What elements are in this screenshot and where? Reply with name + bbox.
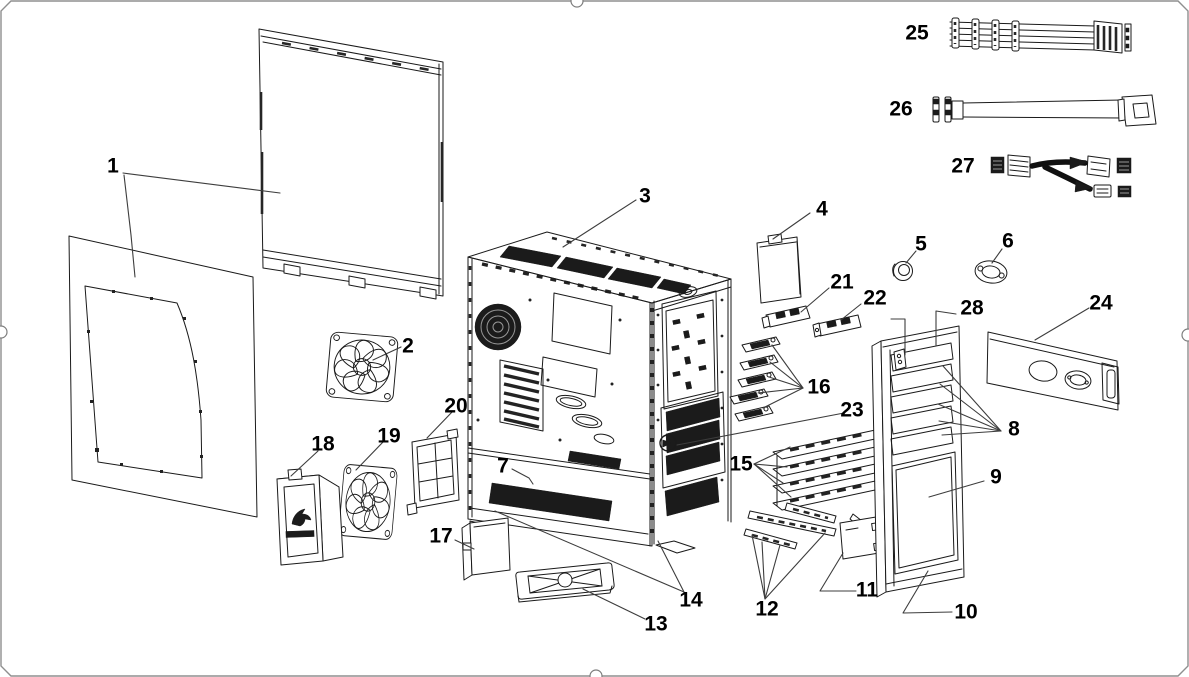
part-5-grommet-round xyxy=(892,261,913,281)
part-label-22: 22 xyxy=(863,286,887,310)
leader-8-fan xyxy=(937,365,1002,436)
part-8-bay-covers xyxy=(890,342,954,456)
part-13-bottom-filter xyxy=(515,562,615,603)
part-label-11: 11 xyxy=(855,578,879,602)
part-21-bracket xyxy=(761,305,811,329)
cable-25 xyxy=(949,17,1132,54)
part-17-cover xyxy=(461,517,511,581)
leader-lines xyxy=(122,172,1090,620)
leader-14-fan xyxy=(494,510,685,593)
part-label-14: 14 xyxy=(679,588,703,612)
part-28-bay-lock xyxy=(893,348,907,371)
part-label-25: 25 xyxy=(905,21,929,45)
registration-mark-top xyxy=(570,0,584,8)
part-label-8: 8 xyxy=(1008,417,1020,441)
part-15-hdd-trays xyxy=(772,428,890,511)
part-1-front-side-panel xyxy=(68,235,258,518)
brand-logo-icon xyxy=(285,508,315,538)
leader-16-fan xyxy=(757,344,804,409)
part-label-26: 26 xyxy=(889,97,913,121)
part-1-back-side-panel xyxy=(258,28,444,300)
part-10-front-panel xyxy=(871,325,965,598)
part-label-9: 9 xyxy=(990,465,1002,489)
registration-mark-right xyxy=(1181,328,1189,342)
part-label-24: 24 xyxy=(1089,291,1113,315)
part-label-12: 12 xyxy=(755,597,779,621)
part-label-27: 27 xyxy=(951,154,975,178)
part-label-2: 2 xyxy=(402,334,414,358)
part-label-19: 19 xyxy=(377,424,401,448)
registration-mark-bottom xyxy=(589,669,603,677)
part-label-20: 20 xyxy=(444,394,468,418)
part-16-bay-latches xyxy=(729,336,781,422)
part-label-6: 6 xyxy=(1002,229,1014,253)
part-20-filter-frame xyxy=(406,428,460,516)
part-12-drive-rails xyxy=(743,502,872,550)
part-3-chassis xyxy=(467,231,732,554)
part-label-7: 7 xyxy=(497,454,509,478)
part-24-top-io-panel xyxy=(986,331,1120,411)
part-label-17: 17 xyxy=(429,524,453,548)
part-label-23: 23 xyxy=(840,398,864,422)
part-22-bracket xyxy=(812,314,862,338)
part-label-10: 10 xyxy=(954,600,978,624)
part-18-accessory-box xyxy=(276,468,344,566)
part-label-16: 16 xyxy=(807,375,831,399)
part-label-15: 15 xyxy=(729,452,753,476)
cable-27 xyxy=(990,154,1132,198)
part-label-13: 13 xyxy=(644,612,668,636)
part-label-1: 1 xyxy=(107,154,119,178)
part-label-18: 18 xyxy=(311,432,335,456)
part-6-grommet-oval xyxy=(974,260,1008,284)
part-label-28: 28 xyxy=(960,296,984,320)
part-19-fan xyxy=(337,463,399,541)
part-label-3: 3 xyxy=(639,184,651,208)
part-label-4: 4 xyxy=(816,197,828,221)
leader-12-fan xyxy=(751,532,826,600)
part-label-21: 21 xyxy=(830,270,854,294)
leader-15-fan xyxy=(753,446,792,498)
part-label-5: 5 xyxy=(915,232,927,256)
cable-26 xyxy=(932,94,1157,127)
part-2-fan xyxy=(325,331,399,403)
registration-mark-left xyxy=(0,325,8,339)
part-9-front-mesh xyxy=(891,451,959,575)
part-4-cover-plate xyxy=(756,233,802,304)
part-23-lock xyxy=(659,434,677,452)
